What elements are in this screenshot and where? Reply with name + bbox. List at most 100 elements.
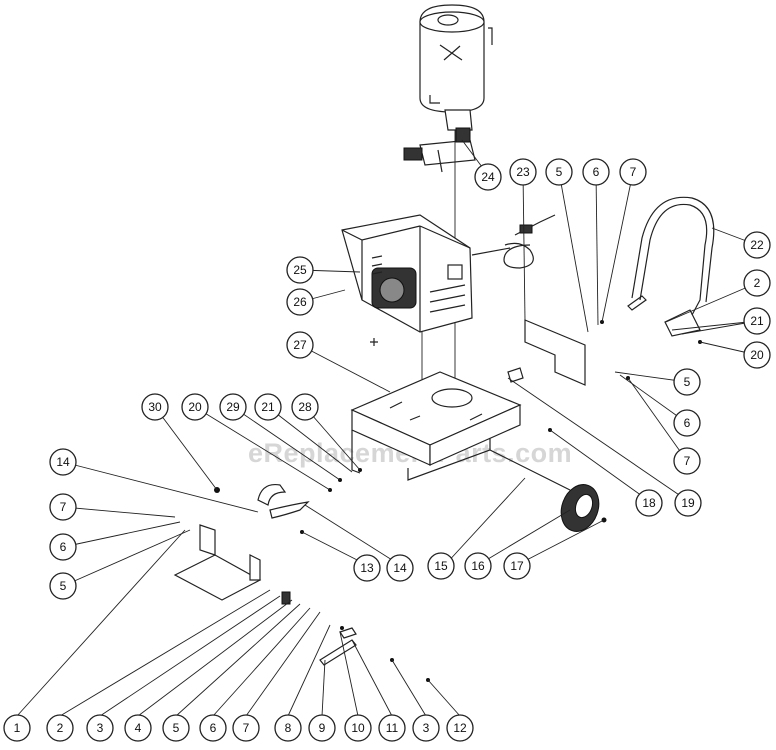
callout-15: 15 [427, 552, 455, 580]
callout-6-left: 6 [49, 533, 77, 561]
callout-5-right: 5 [673, 368, 701, 396]
callout-5: 5 [162, 714, 190, 742]
callout-7-right: 7 [673, 447, 701, 475]
callout-5-left: 5 [49, 572, 77, 600]
svg-text:3: 3 [423, 721, 430, 735]
callout-3: 3 [86, 714, 114, 742]
svg-text:15: 15 [434, 559, 448, 573]
svg-text:6: 6 [684, 416, 691, 430]
callout-14-left: 14 [49, 448, 77, 476]
svg-text:7: 7 [60, 500, 67, 514]
svg-text:24: 24 [481, 170, 495, 184]
handle-grip [214, 483, 310, 519]
callout-2-right: 2 [743, 269, 771, 297]
svg-text:7: 7 [243, 721, 250, 735]
bracket-plate [507, 319, 586, 386]
svg-text:9: 9 [319, 721, 326, 735]
callout-16: 16 [464, 552, 492, 580]
callout-1: 1 [3, 714, 31, 742]
svg-text:5: 5 [60, 579, 67, 593]
callout-14-mid: 14 [386, 554, 414, 582]
callout-3-bottom: 3 [412, 714, 440, 742]
tray-platform [173, 524, 291, 605]
svg-text:25: 25 [293, 263, 307, 277]
callout-18: 18 [635, 489, 663, 517]
svg-text:4: 4 [135, 721, 142, 735]
svg-text:21: 21 [261, 400, 275, 414]
svg-text:1: 1 [14, 721, 21, 735]
callout-7-top: 7 [619, 158, 647, 186]
callout-8: 8 [274, 714, 302, 742]
svg-text:20: 20 [188, 400, 202, 414]
callout-10: 10 [344, 714, 372, 742]
small-hardware [300, 320, 702, 682]
svg-text:5: 5 [684, 375, 691, 389]
svg-text:20: 20 [750, 348, 764, 362]
svg-text:6: 6 [210, 721, 217, 735]
callout-9: 9 [308, 714, 336, 742]
callout-13: 13 [353, 554, 381, 582]
callout-30: 30 [141, 393, 169, 421]
svg-text:6: 6 [60, 540, 67, 554]
callout-28: 28 [291, 393, 319, 421]
callout-29: 29 [219, 393, 247, 421]
svg-text:6: 6 [593, 165, 600, 179]
svg-text:8: 8 [285, 721, 292, 735]
callout-21-mid: 21 [254, 393, 282, 421]
svg-text:12: 12 [453, 721, 467, 735]
callout-7-left: 7 [49, 493, 77, 521]
motor-cover [341, 214, 473, 333]
svg-text:7: 7 [684, 454, 691, 468]
callout-12: 12 [446, 714, 474, 742]
axle-and-wheel [489, 449, 607, 532]
svg-text:7: 7 [630, 165, 637, 179]
callout-23: 23 [509, 158, 537, 186]
callout-24: 24 [474, 163, 502, 191]
callout-19: 19 [674, 489, 702, 517]
callout-6-right: 6 [673, 409, 701, 437]
callout-22: 22 [743, 231, 771, 259]
svg-text:5: 5 [556, 165, 563, 179]
base-frame [350, 371, 522, 481]
callout-20-right: 20 [743, 341, 771, 369]
svg-text:10: 10 [351, 721, 365, 735]
svg-text:19: 19 [681, 496, 695, 510]
svg-text:17: 17 [510, 559, 524, 573]
leader-lines [16, 139, 758, 717]
svg-text:2: 2 [57, 721, 64, 735]
callout-11: 11 [378, 714, 406, 742]
svg-text:21: 21 [750, 314, 764, 328]
handle [627, 196, 715, 337]
svg-text:28: 28 [298, 400, 312, 414]
svg-text:30: 30 [148, 400, 162, 414]
svg-text:5: 5 [173, 721, 180, 735]
callout-6: 6 [199, 714, 227, 742]
callout-7: 7 [232, 714, 260, 742]
callout-26: 26 [286, 288, 314, 316]
svg-text:23: 23 [516, 165, 530, 179]
callout-25: 25 [286, 256, 314, 284]
svg-text:3: 3 [97, 721, 104, 735]
svg-text:26: 26 [293, 295, 307, 309]
svg-text:14: 14 [393, 561, 407, 575]
power-cord [471, 214, 556, 269]
callout-2: 2 [46, 714, 74, 742]
svg-text:18: 18 [642, 496, 656, 510]
callout-4: 4 [124, 714, 152, 742]
callout-20-mid: 20 [181, 393, 209, 421]
svg-text:27: 27 [293, 338, 307, 352]
callout-21-right: 21 [743, 307, 771, 335]
tank-assembly [403, 4, 493, 173]
callout-17: 17 [503, 552, 531, 580]
callout-27: 27 [286, 331, 314, 359]
svg-text:2: 2 [754, 276, 761, 290]
svg-text:11: 11 [386, 721, 399, 735]
svg-text:13: 13 [360, 561, 374, 575]
svg-text:29: 29 [226, 400, 240, 414]
callout-5-top: 5 [545, 158, 573, 186]
svg-text:22: 22 [750, 238, 764, 252]
callout-6-top: 6 [582, 158, 610, 186]
svg-text:14: 14 [56, 455, 70, 469]
svg-text:16: 16 [471, 559, 485, 573]
